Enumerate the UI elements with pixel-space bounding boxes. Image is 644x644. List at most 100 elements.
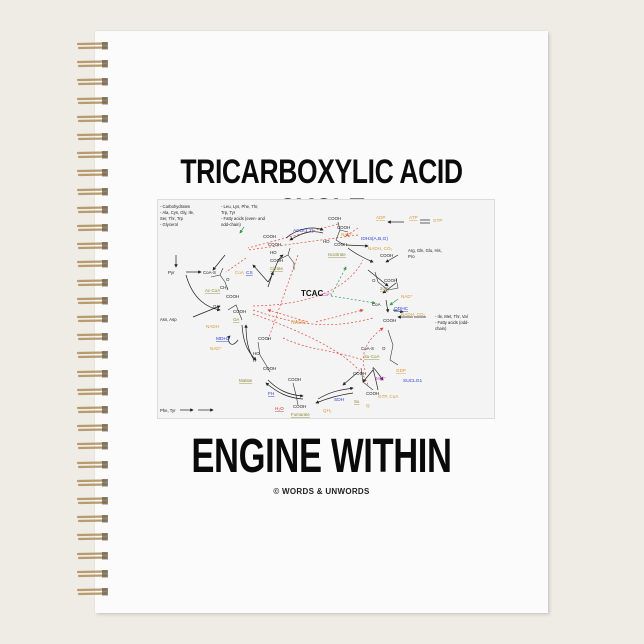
chemical-groups: Pyr CoA-S O CH₃ COOH O COOH COOH COOH HO… — [168, 216, 397, 409]
input-propionyl-2: - Fatty acids (odd- — [435, 320, 469, 325]
acetyl-coa-s: CoA-S — [203, 270, 216, 275]
enzyme-labels: CS ACO(1,2) IDH3(A,B,G) ODHC SUCLG1 SDH … — [216, 228, 423, 403]
svg-text:COOH: COOH — [233, 309, 246, 314]
spiral-ring — [76, 147, 110, 159]
input-glutamate-family-1: Arg, Gln, Glu, His, — [408, 248, 442, 253]
input-ketogenic-1: - Leu, Lys, Phe, Thr, — [221, 204, 258, 209]
svg-text:H: H — [253, 358, 256, 363]
metabolite-pyruvate: Pyr — [168, 270, 175, 275]
ion-mg: Mg²⁺ — [376, 376, 387, 381]
svg-text:CH₃: CH₃ — [220, 285, 228, 290]
svg-text:O: O — [213, 304, 217, 309]
spiral-ring — [76, 38, 110, 50]
enzyme-suclg1: SUCLG1 — [403, 378, 423, 384]
cofactor-atp: ATP — [409, 215, 418, 220]
input-amino-acids-2: Ser, Thr, Trp — [160, 216, 184, 221]
water-label: H₂O — [275, 406, 284, 411]
cofactor-coa-released: CoA — [235, 270, 245, 275]
enzyme-fh: FH — [268, 391, 275, 397]
spiral-ring — [76, 220, 110, 232]
svg-text:HO: HO — [270, 250, 277, 255]
input-ketogenic-2: Trp, Tyr — [221, 210, 236, 215]
input-fatty-acids-1: - Fatty acids (even- and — [221, 216, 266, 221]
metabolite-malate: Malate — [239, 378, 253, 383]
cofactor-nad-odhc: NAD⁺ — [401, 294, 414, 299]
cofactor-nadh-center: NADH — [291, 320, 306, 326]
odhc-coa: CoA — [372, 302, 381, 307]
spiral-ring — [76, 329, 110, 341]
metabolite-isocitrate: Isocitrate — [328, 252, 346, 257]
enzyme-mdh2: MDH2 — [216, 336, 230, 342]
cofactor-nadh-co2-odhc: NADH, CO₂ — [401, 312, 425, 317]
input-labels: - Carbohydrates - Ala, Cys, Gly, Ile, Se… — [160, 204, 469, 413]
cofactor-gtp-top: GTP — [433, 218, 442, 223]
spiral-ring — [76, 402, 110, 414]
spiral-ring — [76, 165, 110, 177]
svg-text:COOH: COOH — [293, 404, 306, 409]
cofactor-nad-idh: NAD⁺ — [341, 232, 354, 237]
input-fatty-acids-2: odd-chain) — [221, 222, 241, 227]
svg-text:COOH: COOH — [288, 377, 301, 382]
title-bottom: ENGINE WITHIN — [191, 430, 452, 483]
spiral-ring — [76, 493, 110, 505]
spiral-ring — [76, 347, 110, 359]
cofactor-nad-mdh: NAD⁺ — [210, 346, 223, 351]
input-propionyl-1: - Ile, Met, Thr, Val — [435, 314, 468, 319]
cofactor-q: Q — [366, 403, 370, 408]
enzyme-sdh: SDH — [334, 397, 345, 403]
metabolite-2-oxoglutarate: 2oG — [380, 286, 389, 291]
svg-text:COOH: COOH — [226, 294, 239, 299]
enzyme-odhc: ODHC — [394, 306, 409, 312]
input-carbohydrates: - Carbohydrates — [160, 204, 190, 209]
ion-labels: Mg²⁺ Ca²⁺ H₂O — [275, 292, 387, 411]
svg-text:COOH: COOH — [328, 216, 341, 221]
spiral-ring — [76, 566, 110, 578]
cofactor-nadh-co2-idh: NADH, CO₂ — [368, 246, 392, 251]
spiral-ring — [76, 56, 110, 68]
spiral-ring — [76, 548, 110, 560]
spiral-ring — [76, 384, 110, 396]
metabolite-oxaloacetate: OA — [233, 317, 239, 322]
svg-text:COOH: COOH — [268, 242, 281, 247]
svg-text:COOH: COOH — [353, 371, 366, 376]
spiral-ring — [76, 457, 110, 469]
svg-text:COOH: COOH — [334, 242, 347, 247]
cofactor-gtp-coa: GTP, CoA — [378, 394, 399, 399]
cofactor-qh2: QH₂ — [323, 408, 332, 413]
enzyme-idh3: IDH3(A,B,G) — [361, 236, 388, 242]
tcac-center-label: TCAC — [301, 289, 323, 298]
spiral-ring — [76, 511, 110, 523]
svg-text:COOH: COOH — [366, 391, 379, 396]
svg-text:O: O — [226, 277, 230, 282]
metabolite-labels: Ac-CoA Citrate Isocitrate 2oG Su-CoA Su … — [205, 252, 389, 417]
svg-text:COOH: COOH — [263, 366, 276, 371]
tca-cycle-diagram: - Carbohydrates - Ala, Cys, Gly, Ile, Se… — [157, 199, 495, 419]
copyright-notice: © WORDS & UNWORDS — [273, 487, 370, 496]
metabolite-fumarate: Fumarate — [291, 412, 310, 417]
input-phe-tyr: Phe, Tyr — [160, 408, 176, 413]
svg-text:COOH: COOH — [384, 278, 397, 283]
spiral-ring — [76, 256, 110, 268]
cycle-arrows — [174, 219, 430, 412]
spiral-ring — [76, 93, 110, 105]
input-glutamate-family-2: Pro — [408, 254, 415, 259]
enzyme-aco: ACO(1,2) — [293, 228, 314, 234]
svg-text:HO: HO — [253, 351, 260, 356]
spiral-ring — [76, 366, 110, 378]
svg-text:COOH: COOH — [383, 318, 396, 323]
svg-text:COOH: COOH — [258, 336, 271, 341]
spiral-ring — [76, 293, 110, 305]
svg-text:COOH: COOH — [270, 258, 283, 263]
spiral-binding — [76, 38, 110, 598]
svg-text:COOH: COOH — [380, 253, 393, 258]
metabolite-succinate: Su — [354, 399, 360, 404]
regulation-arrows — [225, 223, 384, 386]
metabolite-citrate: Citrate — [270, 266, 283, 271]
cofactor-gdp: GDP — [396, 368, 406, 373]
spiral-ring — [76, 275, 110, 287]
metabolite-acetyl-coa: Ac-CoA — [205, 288, 220, 293]
cofactor-nadh-mdh: NADH — [206, 324, 219, 329]
input-glycerol: - Glycerol — [160, 222, 178, 227]
spiral-ring — [76, 311, 110, 323]
enzyme-cs: CS — [246, 270, 253, 276]
